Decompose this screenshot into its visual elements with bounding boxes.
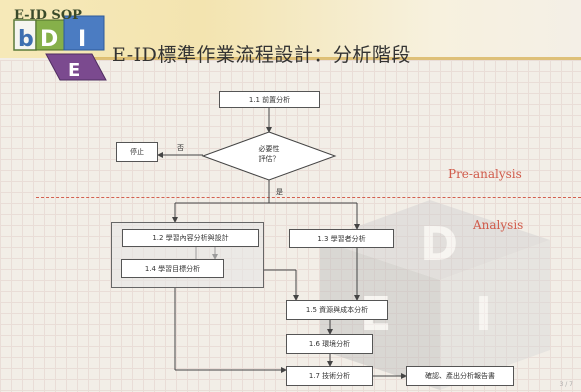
watermark-letter-i: I <box>475 287 492 341</box>
box-1-6: 1.6 環境分析 <box>286 334 373 354</box>
logo-letter-d: D <box>40 27 58 52</box>
phase-divider <box>36 197 581 198</box>
header-rule <box>60 57 581 60</box>
box-1-2: 1.2 學習內容分析與設計 <box>122 229 259 247</box>
logo-letter-e: E <box>68 60 80 81</box>
watermark-letter-d: D <box>420 217 458 271</box>
logo-text: E-ID SOP <box>14 8 82 23</box>
logo-letter-i: I <box>78 27 86 52</box>
box-1-4: 1.4 學習目標分析 <box>121 259 224 278</box>
box-result: 確認、產出分析報告書 <box>406 366 514 386</box>
box-1-7: 1.7 技術分析 <box>286 366 373 386</box>
box-1-1: 1.1 前置分析 <box>219 91 320 108</box>
yes-label: 是 <box>276 188 283 196</box>
box-1-5: 1.5 資源與成本分析 <box>286 300 388 320</box>
decision-diamond <box>201 131 337 181</box>
no-label: 否 <box>177 144 184 152</box>
box-1-3: 1.3 學習者分析 <box>289 229 394 248</box>
page-number: 3 / 7 <box>559 381 573 388</box>
box-stop: 停止 <box>116 142 158 162</box>
edi-logo: b D I E <box>13 15 107 81</box>
page-title: E-ID標準作業流程設計：分析階段 <box>112 44 411 66</box>
decision-label: 必要性 評估？ <box>258 145 280 163</box>
phase-pre-analysis: Pre-analysis <box>448 167 522 181</box>
phase-analysis: Analysis <box>473 218 524 232</box>
logo-letter-b: b <box>18 27 34 52</box>
